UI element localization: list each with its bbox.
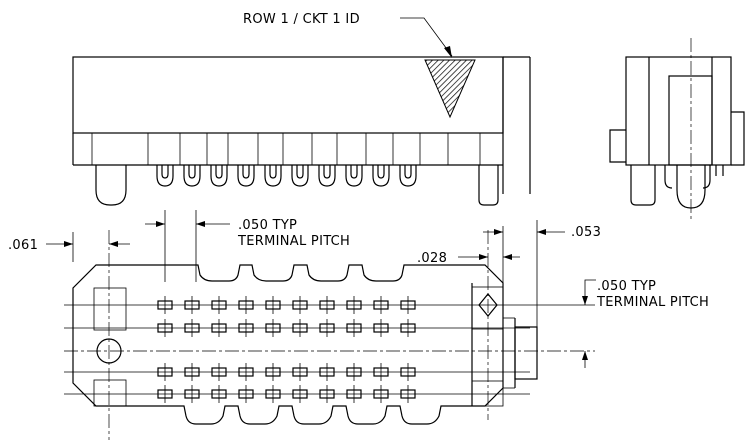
side-pin [318,165,336,187]
side-pin [210,165,228,187]
end-view [609,38,745,222]
side-pin [156,165,174,187]
row1-id-triangle [424,59,476,119]
plan-view [64,230,595,440]
pitch-h-text: TERMINAL PITCH [237,234,350,249]
row-id-label: ROW 1 / CKT 1 ID [243,12,360,27]
side-pin [237,165,255,187]
side-pin [345,165,363,187]
side-pin [183,165,201,187]
side-pin [399,165,417,187]
left-peg [95,165,127,206]
dim-061-label: .061 [8,238,38,253]
dimensions: .050 TYP TERMINAL PITCH .061 .028 .053 .… [8,210,709,368]
side-view: ROW 1 / CKT 1 ID [72,12,531,206]
right-peg [478,165,499,206]
row-id-leader [400,17,453,57]
pitch-v-text: TERMINAL PITCH [596,295,709,310]
pitch-h-value: .050 TYP [238,218,297,233]
side-pin [264,165,282,187]
dim-028-label: .028 [417,251,447,266]
plan-outline [72,264,504,425]
side-pin [372,165,390,187]
pitch-v-value: .050 TYP [597,279,656,294]
dim-053-label: .053 [571,225,601,240]
side-pin [291,165,309,187]
